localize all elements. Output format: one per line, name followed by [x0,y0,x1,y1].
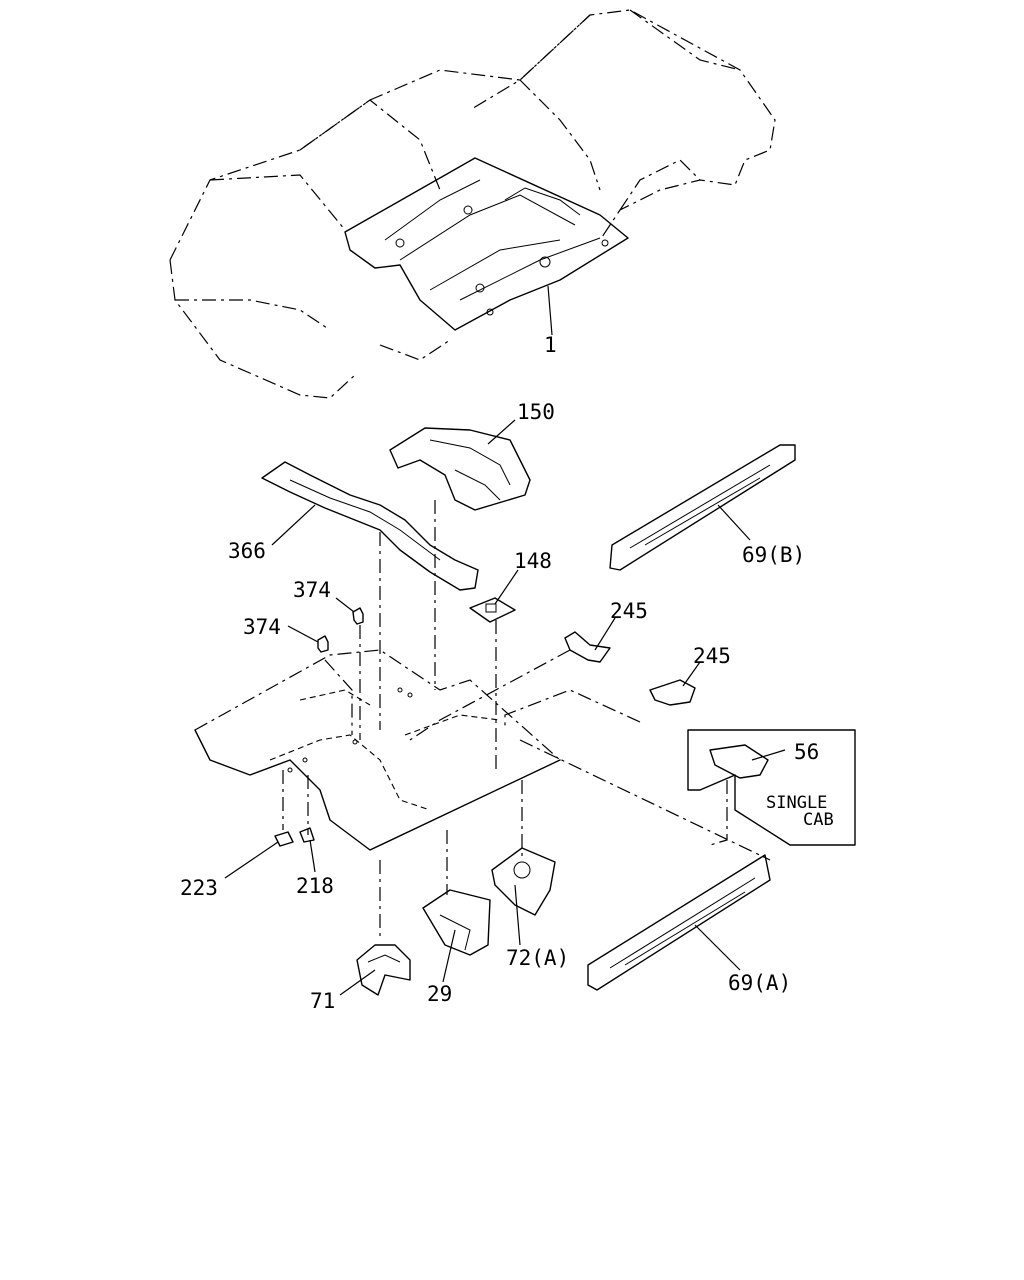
callout-1: 1 [544,333,557,357]
callout-69b: 69(B) [742,543,805,567]
leader-218 [309,839,316,873]
callout-71: 71 [310,989,335,1013]
callout-labels: 1 150 366 69(B) 374 374 148 245 245 56 2… [180,333,834,1013]
part-72a-mount [491,847,556,916]
callout-374-lower: 374 [243,615,281,639]
part-374-bolt-upper [352,607,364,625]
part-29-bracket [422,889,491,956]
leader-72a [514,884,521,946]
callout-69a: 69(A) [728,971,791,995]
callout-366: 366 [228,539,266,563]
inset-label-line2: CAB [803,810,834,830]
leader-29 [442,929,456,983]
leader-374b [287,625,319,643]
callout-150: 150 [517,400,555,424]
callout-29: 29 [427,982,452,1006]
part-69a-side-sill [587,854,771,991]
leader-245a [594,617,616,651]
leader-374a [335,597,355,613]
part-150-tunnel-reinforcement [389,427,531,511]
leader-71 [339,969,376,996]
part-245-bracket-upper [564,631,611,663]
part-374-bolt-lower [317,635,329,653]
leader-150 [487,419,516,445]
leader-1 [547,285,553,336]
part-223-bracket [274,831,294,847]
part-245-bracket-lower [649,679,696,706]
vehicle-body-outline [169,9,776,399]
leader-56 [751,749,786,761]
callout-218: 218 [296,874,334,898]
callout-72a: 72(A) [506,946,569,970]
part-218-bracket [299,827,315,843]
leader-366 [271,504,316,546]
callout-245-lower: 245 [693,644,731,668]
single-cab-inset [687,729,856,846]
leader-148 [494,569,519,605]
leader-223 [224,841,279,879]
callout-245-upper: 245 [610,599,648,623]
inset-label-line1: SINGLE [766,793,827,813]
part-71-mount [356,944,411,996]
leader-69b [717,504,751,541]
callout-148: 148 [514,549,552,573]
part-366-crossmember [261,461,479,591]
floor-panel-assembly [344,157,629,331]
part-69b-side-sill [609,444,796,571]
part-148-plate [469,597,516,623]
floor-plate [194,649,561,851]
leader-69a [694,924,741,971]
callout-223: 223 [180,876,218,900]
assembly-guide-lines [282,500,771,940]
callout-374-upper: 374 [293,578,331,602]
callout-56: 56 [794,740,819,764]
leader-245b [682,661,701,687]
